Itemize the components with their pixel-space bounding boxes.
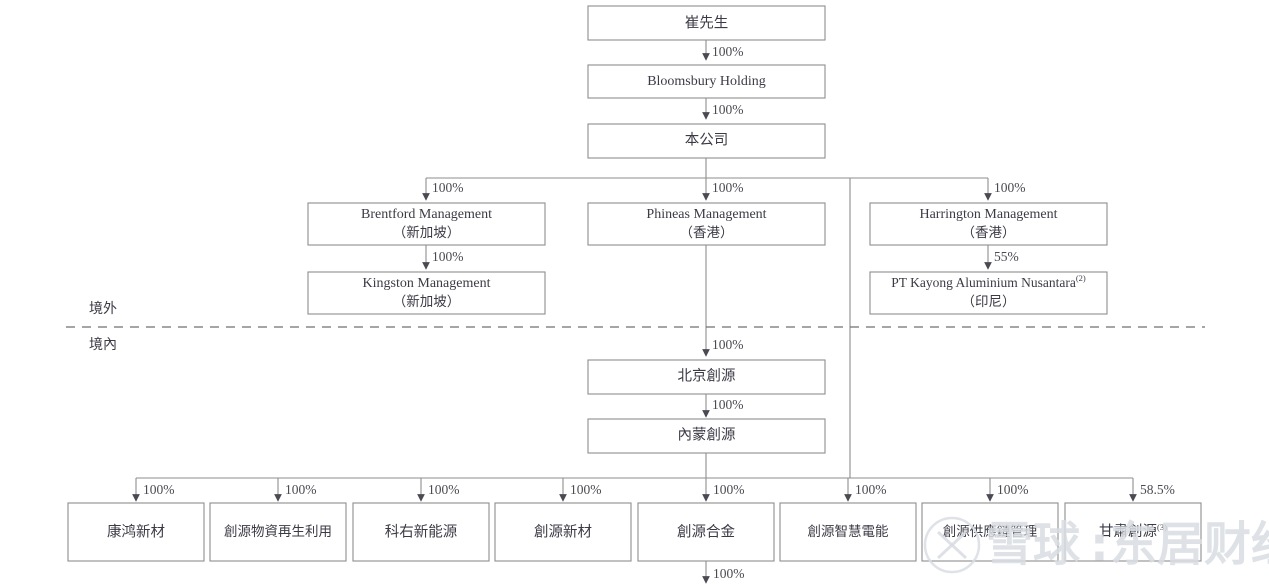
pct-harrington-ptkayong: 55% — [994, 249, 1019, 264]
node-box — [67, 502, 205, 562]
node-brentford-management[interactable]: Brentford Management （新加坡） — [307, 202, 546, 246]
watermark-logo-icon — [923, 516, 981, 574]
pct-mrcui-bloomsbury: 100% — [712, 44, 744, 59]
node-phineas-management[interactable]: Phineas Management （香港） — [587, 202, 826, 246]
node-pt-kayong-aluminium-nusantara[interactable]: PT Kayong Aluminium Nusantara(2) （印尼） — [869, 271, 1108, 315]
pct-bus-supplychain: 100% — [997, 482, 1029, 497]
node-box — [587, 5, 826, 41]
node-box — [587, 418, 826, 454]
region-label-onshore: 境內 — [89, 337, 117, 353]
node-chuangyuan-xincai[interactable]: 創源新材 — [494, 502, 632, 562]
node-sublabel: （新加坡） — [393, 294, 461, 309]
pct-company-harrington: 100% — [994, 180, 1026, 195]
node-box — [1064, 502, 1202, 562]
node-sublabel: （香港） — [680, 225, 734, 240]
node-box — [921, 502, 1059, 562]
watermark-text-right: 东居财经 — [1110, 518, 1269, 573]
node-inner-mongolia-chuangyuan[interactable]: 內蒙創源 — [587, 418, 826, 454]
node-chuangyuan-recycling[interactable]: 創源物資再生利用 — [209, 502, 347, 562]
pct-bus-chuangyuanxc: 100% — [570, 482, 602, 497]
node-box — [587, 202, 826, 246]
node-the-company[interactable]: 本公司 — [587, 123, 826, 159]
node-bloomsbury-holding[interactable]: Bloomsbury Holding — [587, 64, 826, 99]
node-chuangyuan-smart-power[interactable]: 創源智慧電能 — [779, 502, 917, 562]
pct-bus-kanghong: 100% — [143, 482, 175, 497]
node-sublabel: （香港） — [962, 225, 1016, 240]
pct-bus-gansu: 58.5% — [1140, 482, 1175, 497]
node-kingston-management[interactable]: Kingston Management （新加坡） — [307, 271, 546, 315]
node-label: 本公司 — [685, 131, 729, 148]
node-chuangyuan-supply-chain[interactable]: 創源供應鏈管理 — [921, 502, 1059, 562]
node-label: 創源合金 — [677, 523, 735, 540]
node-box — [587, 359, 826, 395]
pct-company-brentford: 100% — [432, 180, 464, 195]
node-label: 創源供應鏈管理 — [943, 523, 1038, 539]
node-box — [307, 202, 546, 246]
pct-bus-recycling: 100% — [285, 482, 317, 497]
node-label: 崔先生 — [685, 14, 729, 31]
pct-alloy-below: 100% — [713, 566, 745, 581]
pct-bus-keyou: 100% — [428, 482, 460, 497]
node-sublabel: （印尼） — [962, 294, 1016, 309]
node-keyou-new-energy[interactable]: 科右新能源 — [352, 502, 490, 562]
pct-company-phineas: 100% — [712, 180, 744, 195]
node-box — [637, 502, 775, 562]
node-label: 康鸿新材 — [107, 523, 165, 540]
node-label: Bloomsbury Holding — [647, 74, 766, 89]
node-box — [869, 202, 1108, 246]
node-chuangyuan-alloy[interactable]: 創源合金 — [637, 502, 775, 562]
node-gansu-chuangyuan[interactable]: 甘肅創源(3) — [1064, 502, 1202, 562]
node-label: 創源新材 — [534, 523, 592, 540]
edge-bottom-bus — [136, 453, 1133, 479]
node-label: 科右新能源 — [385, 523, 458, 540]
pct-phineas-beijing: 100% — [712, 337, 744, 352]
pct-brentford-kingston: 100% — [432, 249, 464, 264]
node-label: Brentford Management — [361, 207, 492, 222]
watermark-logo-slash-2 — [936, 530, 968, 560]
node-label: Harrington Management — [919, 207, 1057, 222]
pct-bus-smartpower: 100% — [855, 482, 887, 497]
node-label: 內蒙創源 — [678, 426, 736, 443]
pct-bloomsbury-company: 100% — [712, 102, 744, 117]
edge-company-bus — [426, 158, 988, 179]
node-mr-cui[interactable]: 崔先生 — [587, 5, 826, 41]
node-label: 甘肅創源(3) — [1099, 522, 1167, 540]
node-box — [352, 502, 490, 562]
pct-beijing-innermongolia: 100% — [712, 397, 744, 412]
node-label: 北京創源 — [678, 367, 736, 384]
node-label: Phineas Management — [646, 207, 766, 222]
node-sublabel: （新加坡） — [393, 225, 461, 240]
node-box — [209, 502, 347, 562]
node-box — [307, 271, 546, 315]
region-label-offshore: 境外 — [89, 301, 117, 317]
pct-bus-alloy: 100% — [713, 482, 745, 497]
node-box — [587, 123, 826, 159]
node-label: Kingston Management — [363, 276, 491, 291]
node-beijing-chuangyuan[interactable]: 北京創源 — [587, 359, 826, 395]
watermark-text-left: 雪球 — [986, 518, 1081, 573]
node-label: 創源物資再生利用 — [224, 524, 332, 539]
node-harrington-management[interactable]: Harrington Management （香港） — [869, 202, 1108, 246]
node-box — [494, 502, 632, 562]
node-kanghong-xincai[interactable]: 康鸿新材 — [67, 502, 205, 562]
node-box — [779, 502, 917, 562]
watermark: 雪球 : 东居财经 — [923, 516, 1269, 574]
node-box — [587, 64, 826, 99]
node-label: 創源智慧電能 — [808, 524, 889, 539]
node-box — [869, 271, 1108, 315]
watermark-separator: : — [1090, 518, 1109, 573]
node-label: PT Kayong Aluminium Nusantara(2) — [891, 273, 1086, 290]
